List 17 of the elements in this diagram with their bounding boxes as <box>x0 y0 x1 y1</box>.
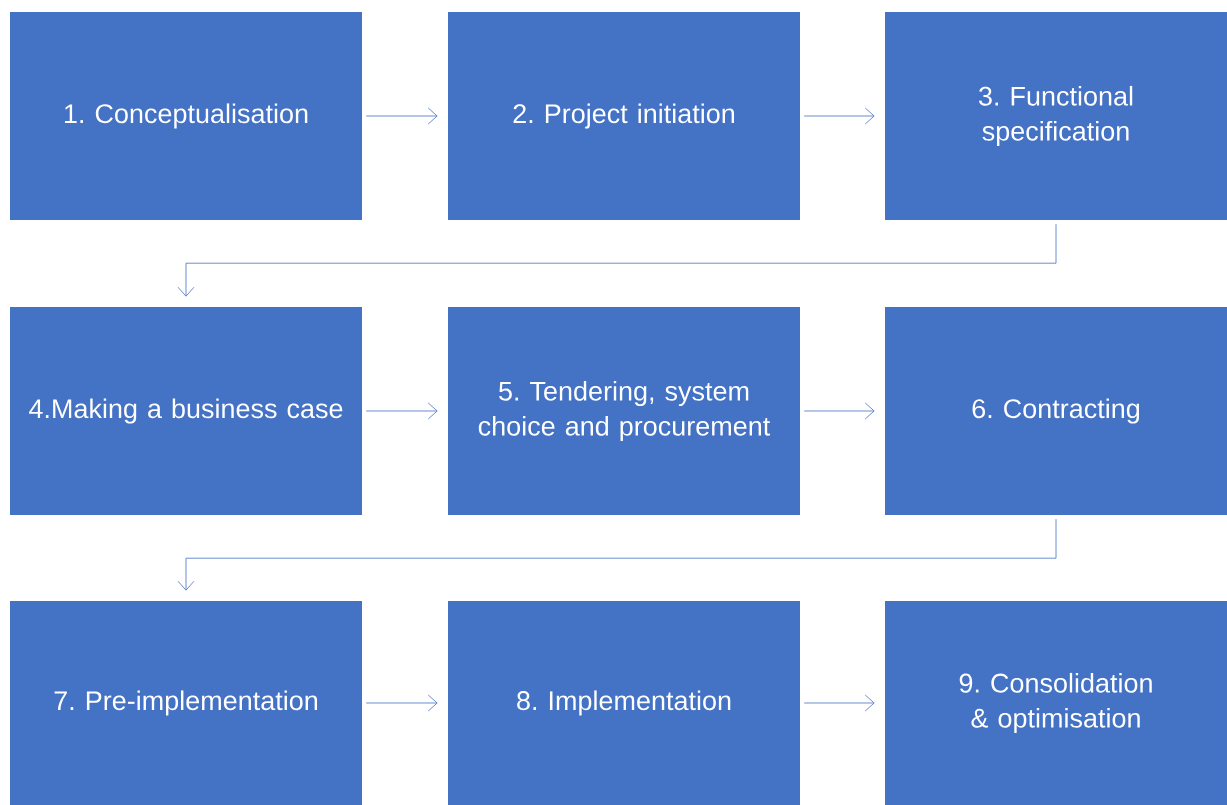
arrow <box>177 518 1057 591</box>
process-box: 1. Conceptualisation <box>10 12 362 220</box>
arrow <box>365 694 438 712</box>
arrow <box>365 107 438 125</box>
process-box: 7. Pre-implementation <box>10 601 362 805</box>
process-box: 2. Project initiation <box>448 12 800 220</box>
process-box: 3. Functional specification <box>885 12 1227 220</box>
process-box: 9. Consolidation & optimisation <box>885 601 1227 805</box>
arrow <box>365 402 438 420</box>
process-box: 8. Implementation <box>448 601 800 805</box>
arrow <box>803 107 875 125</box>
process-box: 5. Tendering, system choice and procurement <box>448 307 800 515</box>
process-box: 6. Contracting <box>885 307 1227 515</box>
arrow <box>177 223 1057 297</box>
arrow <box>803 694 875 712</box>
arrow <box>803 402 875 420</box>
process-box: 4.Making a business case <box>10 307 362 515</box>
